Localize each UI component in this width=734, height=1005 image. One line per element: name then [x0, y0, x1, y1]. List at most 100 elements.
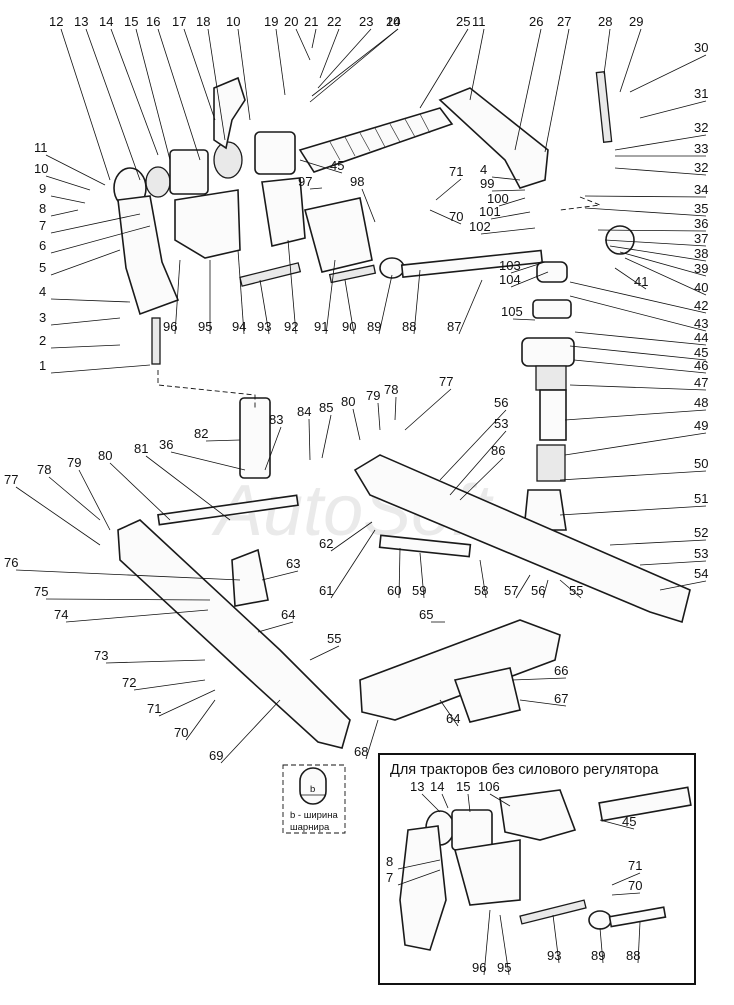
adjusting-link-59 — [378, 534, 472, 558]
hitch-body — [453, 667, 521, 723]
leader-line-10-b0 — [237, 28, 251, 121]
leader-line-1 — [50, 364, 151, 374]
callout-38: 38 — [694, 246, 708, 261]
callout-75: 75 — [34, 584, 48, 599]
inset-leader-89 — [599, 927, 604, 964]
leader-line-97 — [309, 187, 323, 190]
leader-line-80 — [109, 462, 171, 521]
callout-77-b16: 77 — [439, 374, 453, 389]
callout-56: 56 — [531, 583, 545, 598]
callout-5: 5 — [39, 260, 46, 275]
adjusting-screw — [151, 317, 161, 365]
callout-13: 13 — [74, 14, 88, 29]
leader-line-45-b12 — [299, 159, 343, 174]
callout-26: 26 — [529, 14, 543, 29]
callout-92: 92 — [284, 319, 298, 334]
callout-64-b4: 64 — [446, 711, 460, 726]
leader-line-21 — [311, 28, 317, 49]
callout-37: 37 — [694, 231, 708, 246]
leader-line-81 — [145, 455, 231, 521]
leader-line-67 — [519, 699, 567, 707]
callout-10-b0: 10 — [226, 14, 240, 29]
callout-29: 29 — [629, 14, 643, 29]
callout-41: 41 — [634, 274, 648, 289]
callout-66: 66 — [554, 663, 568, 678]
callout-85: 85 — [319, 400, 333, 415]
callout-22: 22 — [327, 14, 341, 29]
callout-27: 27 — [557, 14, 571, 29]
leader-line-48 — [564, 409, 707, 421]
inset-callout-88: 88 — [626, 948, 640, 963]
callout-59: 59 — [412, 583, 426, 598]
callout-21: 21 — [304, 14, 318, 29]
leader-line-31 — [639, 100, 707, 119]
callout-52: 52 — [694, 525, 708, 540]
callout-28: 28 — [598, 14, 612, 29]
leader-line-57 — [515, 574, 531, 599]
leader-line-74 — [65, 609, 209, 623]
inset-callout-95: 95 — [497, 960, 511, 975]
inset-leader-8 — [397, 859, 441, 870]
callout-72: 72 — [122, 675, 136, 690]
callout-46: 46 — [694, 358, 708, 373]
leader-line-15 — [135, 28, 171, 161]
leader-line-56 — [542, 579, 549, 599]
leader-line-77 — [15, 486, 101, 546]
callout-36-b8: 36 — [159, 437, 173, 452]
leader-line-55-b5 — [309, 645, 340, 661]
detail-dim-label: b — [310, 784, 315, 795]
callout-43: 43 — [694, 316, 708, 331]
leader-line-93 — [259, 279, 270, 335]
callout-42: 42 — [694, 298, 708, 313]
leader-line-73 — [105, 659, 206, 664]
leader-line-63 — [261, 570, 299, 581]
callout-23: 23 — [359, 14, 373, 29]
callout-104: 104 — [499, 272, 521, 287]
leader-line-70-b10 — [429, 209, 462, 225]
leader-line-3 — [50, 317, 121, 326]
leader-line-64-b4 — [439, 699, 459, 727]
callout-61: 61 — [319, 583, 333, 598]
callout-97: 97 — [298, 174, 312, 189]
callout-15: 15 — [124, 14, 138, 29]
callout-36: 36 — [694, 216, 708, 231]
leader-line-54 — [659, 580, 707, 591]
callout-80-b15: 80 — [341, 394, 355, 409]
callout-67: 67 — [554, 691, 568, 706]
callout-51: 51 — [694, 491, 708, 506]
leader-line-70 — [185, 699, 216, 741]
leader-line-96 — [174, 259, 181, 335]
leader-line-87 — [458, 279, 483, 335]
leader-line-53-b7 — [449, 430, 507, 496]
leader-line-40 — [624, 257, 707, 296]
leader-line-20 — [295, 28, 311, 61]
callout-48: 48 — [694, 395, 708, 410]
leader-line-88 — [413, 269, 421, 335]
leader-line-17 — [183, 28, 216, 121]
callout-53: 53 — [694, 546, 708, 561]
inset-leader-95 — [499, 914, 510, 976]
callout-91: 91 — [314, 319, 328, 334]
callout-95: 95 — [198, 319, 212, 334]
callout-77: 77 — [4, 472, 18, 487]
leader-line-89 — [378, 274, 393, 335]
leader-line-86 — [459, 457, 504, 501]
callout-18: 18 — [196, 14, 210, 29]
right-strut — [521, 71, 613, 531]
leader-line-79-b14 — [377, 402, 381, 431]
leader-line-14 — [110, 28, 159, 156]
callout-80: 80 — [98, 448, 112, 463]
leader-line-6 — [50, 225, 151, 254]
leader-line-56-b6 — [439, 409, 507, 481]
callout-84: 84 — [297, 404, 311, 419]
callout-31: 31 — [694, 86, 708, 101]
leader-line-47 — [569, 384, 707, 391]
callout-70-b10: 70 — [449, 209, 463, 224]
leader-line-84 — [308, 418, 311, 461]
leader-line-29 — [619, 28, 642, 93]
leader-line-92 — [287, 239, 297, 335]
leader-line-50 — [559, 470, 707, 481]
leader-line-55 — [559, 579, 582, 599]
leader-line-83 — [264, 426, 282, 471]
lower-link-right — [353, 454, 691, 624]
